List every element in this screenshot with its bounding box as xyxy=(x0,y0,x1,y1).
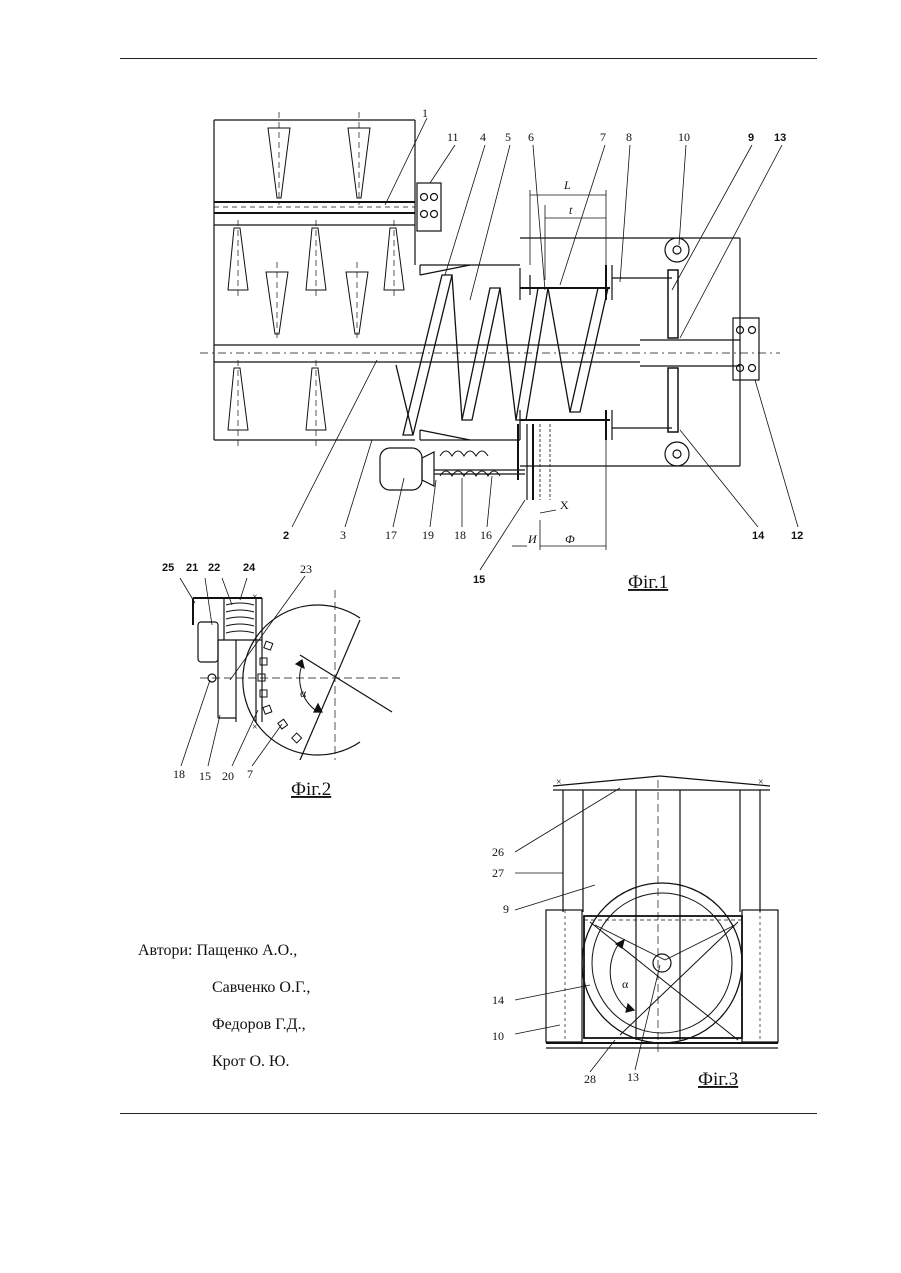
author-name: Крот О. Ю. xyxy=(138,1043,310,1080)
author-line: Автори: Пащенко А.О., xyxy=(138,932,310,969)
fig3-label: 27 xyxy=(492,866,504,880)
fig3-label: α xyxy=(622,977,629,991)
fig3-label: 14 xyxy=(492,993,504,1007)
author-name: Савченко О.Г., xyxy=(138,969,310,1006)
fig3-label: 9 xyxy=(503,902,509,916)
fig3-label: 13 xyxy=(627,1070,639,1084)
fig3-label: 28 xyxy=(584,1072,596,1086)
author-name: Пащенко А.О., xyxy=(197,942,298,959)
author-name: Федоров Г.Д., xyxy=(138,1006,310,1043)
authors-prefix: Автори: xyxy=(138,942,193,959)
authors-block: Автори: Пащенко А.О., Савченко О.Г., Фед… xyxy=(138,932,310,1080)
fig3-label: 10 xyxy=(492,1029,504,1043)
fig3-label: 26 xyxy=(492,845,504,859)
figure-3-caption: Фіг.3 xyxy=(698,1069,738,1090)
